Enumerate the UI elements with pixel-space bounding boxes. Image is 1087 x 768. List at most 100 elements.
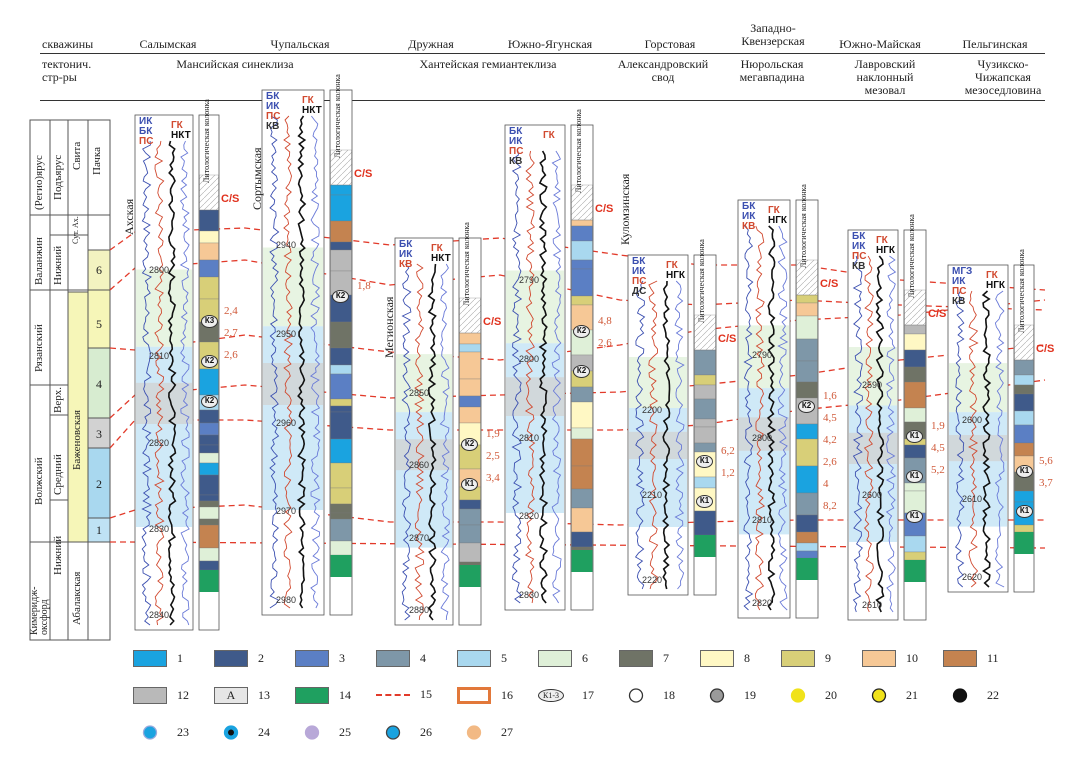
legend-label-6: 6 xyxy=(582,651,588,665)
concretion-pelg-1: К1 xyxy=(1016,505,1033,518)
annotation-maysk-2: 5,2 xyxy=(931,464,945,476)
concretion-dot-icon xyxy=(871,688,887,703)
well-yagun xyxy=(504,124,594,611)
litho-layer xyxy=(330,398,352,407)
annotation-yagun-0: 4,8 xyxy=(598,315,612,327)
concretion-symbol: К1-3 xyxy=(538,689,564,702)
annotation-maysk-1: 4,5 xyxy=(931,442,945,454)
legend-swatch-3 xyxy=(295,650,329,667)
depth-salym-4: 2840 xyxy=(149,610,170,620)
stage-valanginian: Валанжин xyxy=(33,237,45,285)
curve-name-r-salym-0: ГК xyxy=(171,120,183,131)
concretion-maysk-2: К1 xyxy=(906,510,923,523)
legend-swatch-2 xyxy=(214,650,248,667)
concretion-gorst-0: К1 xyxy=(696,455,713,468)
suite-label-yagun: Куломзинская xyxy=(618,173,632,245)
legend-item-8: 8 xyxy=(700,650,750,667)
depth-yagun-1: 2800 xyxy=(519,353,540,364)
depth-kvenz-1: 2800 xyxy=(752,432,773,443)
suite-sut: Сут. Ах. xyxy=(71,216,80,244)
suite-label-salym: Ахская xyxy=(122,198,136,235)
legend-swatch-5 xyxy=(457,650,491,667)
litho-layer xyxy=(330,405,352,413)
litho-layer xyxy=(571,427,593,440)
litho-layer xyxy=(330,438,352,464)
depth-kvenz-0: 2790 xyxy=(752,350,773,360)
legend-label-4: 4 xyxy=(420,651,426,665)
log-curve xyxy=(994,290,1005,588)
legend-item-5: 5 xyxy=(457,650,507,667)
concretion-dot-icon xyxy=(709,688,725,703)
well-salym xyxy=(134,114,220,631)
litho-abalak xyxy=(694,535,716,557)
litho-layer xyxy=(796,438,818,467)
concretion-pelg-0: К1 xyxy=(1016,465,1033,478)
litho-layer xyxy=(199,494,219,502)
log-curve xyxy=(662,280,671,590)
concretion-gorst-1: К1 xyxy=(696,495,713,508)
structure-mansi: Мансийская синеклиза xyxy=(176,57,294,71)
litho-layer xyxy=(459,508,481,526)
legend-item-18: 18 xyxy=(619,687,675,704)
depth-salym-2: 2820 xyxy=(149,437,170,448)
litho-layer xyxy=(199,524,219,549)
cs-label-maysk: C/S xyxy=(928,308,947,320)
curve-name-pelg-3: КВ xyxy=(952,296,966,307)
litho-layer xyxy=(904,333,926,351)
litho-layer xyxy=(199,209,219,232)
litho-layer xyxy=(796,302,818,317)
curve-name-r-pelg-0: ГК xyxy=(986,270,998,281)
litho-layer xyxy=(459,542,481,563)
litho-layer xyxy=(330,411,352,440)
litho-layer xyxy=(796,381,818,399)
annotation-yagun-1: 2,6 xyxy=(598,337,612,349)
litho-layer xyxy=(199,444,219,454)
legend-label-20: 20 xyxy=(825,688,837,702)
litho-layer xyxy=(796,492,818,516)
litho-title-chupal: Литологическая колонка xyxy=(333,74,342,158)
annotation-salym-0: 2,4 xyxy=(224,305,238,317)
legend-item-15: 15 xyxy=(376,687,432,702)
legend-item-22: 22 xyxy=(943,687,999,704)
litho-layer xyxy=(904,381,926,409)
legend-item-10: 10 xyxy=(862,650,918,667)
depth-chupal-3: 2970 xyxy=(276,506,297,517)
litho-layer xyxy=(571,259,593,270)
litho-layer xyxy=(199,518,219,526)
depth-chupal-4: 2980 xyxy=(276,595,297,605)
litho-layer xyxy=(330,184,352,196)
litho-layer xyxy=(199,500,219,508)
legend-swatch-22 xyxy=(943,687,977,704)
litho-crossed xyxy=(330,149,352,186)
log-curve xyxy=(427,263,437,621)
litho-layer xyxy=(571,438,593,467)
curve-name-pelg-0: МГЗ xyxy=(952,266,973,277)
concretion-yagun-1: К2 xyxy=(573,365,590,378)
well-gorst xyxy=(627,254,717,596)
concretion-maysk-0: К1 xyxy=(906,430,923,443)
legend-label-9: 9 xyxy=(825,651,831,665)
concretion-salym-1: К2 xyxy=(201,355,218,368)
legend-label-19: 19 xyxy=(744,688,756,702)
legend-label-26: 26 xyxy=(420,725,432,739)
litho-layer xyxy=(1014,490,1034,503)
log-curve xyxy=(863,255,874,613)
litho-layer xyxy=(796,531,818,544)
curve-name-salym-1: БК xyxy=(139,126,153,137)
header-rule-bottom xyxy=(40,100,1045,101)
annotation-gorst-1: 1,2 xyxy=(721,467,735,479)
concretion-dot-icon xyxy=(790,688,806,703)
well-kvenz xyxy=(737,199,819,619)
litho-layer xyxy=(199,422,219,436)
log-curve xyxy=(766,225,777,611)
member-1: 1 xyxy=(96,523,102,537)
legend-label-24: 24 xyxy=(258,725,270,739)
annotation-chupal-0: 1,8 xyxy=(357,280,371,292)
litho-layer xyxy=(571,295,593,306)
curve-name-r-gorst-0: ГК xyxy=(666,260,678,271)
litho-layer xyxy=(571,488,593,509)
concretion-yagun-0: К2 xyxy=(573,325,590,338)
legend-label-14: 14 xyxy=(339,688,351,702)
legend-item-20: 20 xyxy=(781,687,837,704)
litho-layer xyxy=(694,510,716,536)
